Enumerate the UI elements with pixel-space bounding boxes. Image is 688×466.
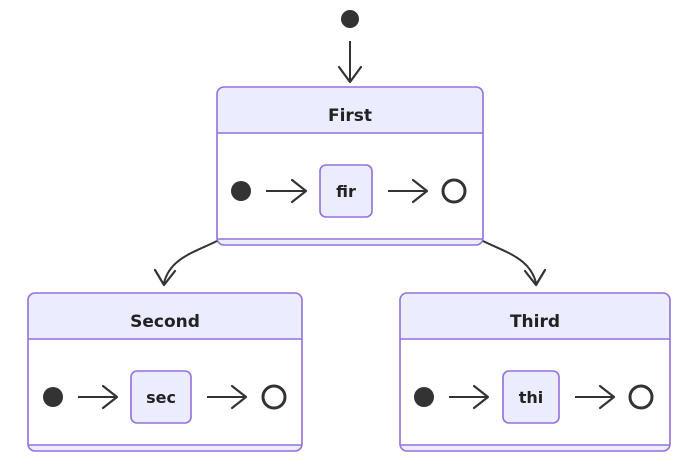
arrowhead-first-to-third [523, 268, 547, 287]
state-first[interactable]: First fir [216, 86, 484, 246]
first-inner-arrowhead-out [411, 178, 429, 204]
third-inner-final-state [628, 384, 654, 410]
third-inner-initial-dot [414, 387, 434, 407]
first-inner-state-box[interactable] [319, 164, 373, 218]
second-inner-arrowhead-in [101, 384, 119, 410]
transition-first-to-second [163, 240, 218, 284]
first-inner-final-state [441, 178, 467, 204]
first-inner-initial-dot [231, 181, 251, 201]
state-second[interactable]: Second sec [27, 292, 303, 452]
state-third-title: Third [510, 312, 560, 332]
third-inner-arrowhead-in [472, 384, 490, 410]
second-inner-state-box[interactable] [130, 370, 192, 424]
second-inner-final-state [261, 384, 287, 410]
first-inner-state-label: fir [336, 182, 356, 201]
first-inner-arrowhead-in [290, 178, 308, 204]
second-inner-state-label: sec [146, 388, 176, 407]
third-inner-arrowhead-out [598, 384, 616, 410]
transition-first-to-third [482, 240, 537, 284]
third-inner-state-box[interactable] [502, 370, 560, 424]
state-second-title: Second [130, 312, 200, 332]
state-first-title: First [328, 106, 372, 126]
arrowhead-start-to-first [337, 65, 363, 84]
second-inner-arrowhead-out [230, 384, 248, 410]
arrowhead-first-to-second [153, 268, 177, 287]
state-third[interactable]: Third thi [399, 292, 671, 452]
second-inner-initial-dot [43, 387, 63, 407]
initial-state-dot [341, 10, 359, 28]
third-inner-state-label: thi [519, 388, 544, 407]
